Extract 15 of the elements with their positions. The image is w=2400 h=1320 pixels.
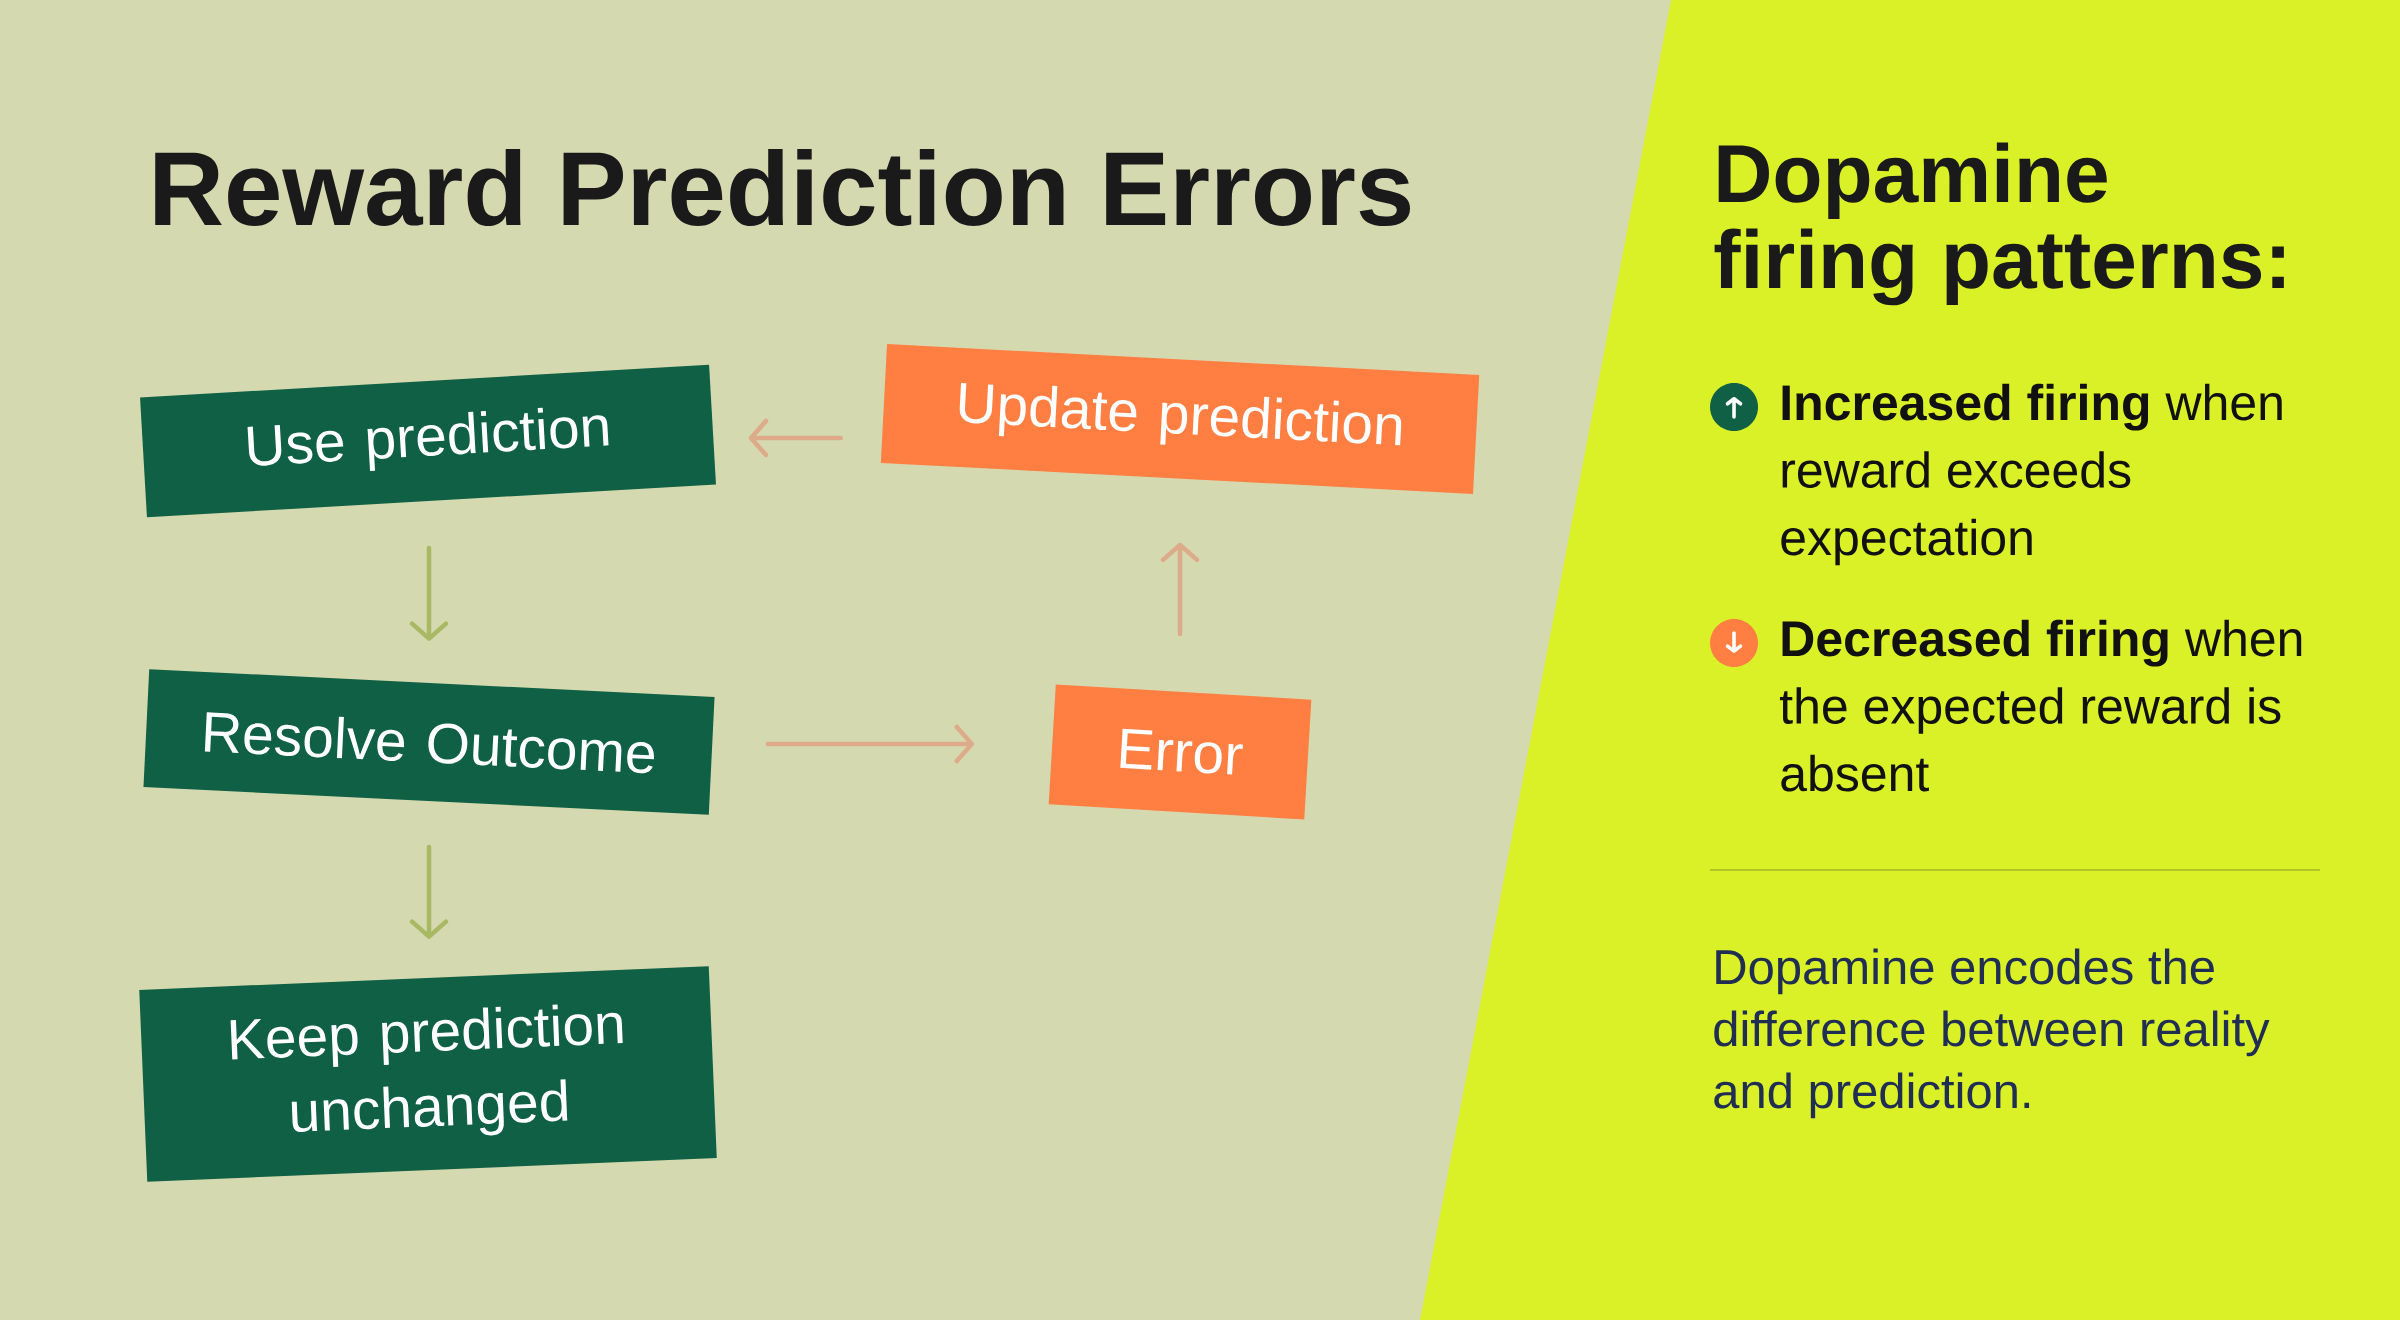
heading: Dopamine firing patterns: — [1714, 142, 2284, 306]
step-box: Update prediction — [880, 344, 1480, 494]
arrow — [409, 844, 449, 939]
arrow — [765, 724, 975, 764]
arrow — [409, 545, 449, 641]
note-text: Dopamine encodes the difference between reality and prediction. — [1714, 948, 2270, 1119]
bullet-text: Decreased firing when the expected reward is absent — [1780, 619, 2302, 792]
bullet-text: Increased firing when reward exceeds expectation — [1781, 383, 2282, 566]
step-box: Error — [1048, 684, 1312, 820]
title: Reward Prediction Errors — [155, 148, 1410, 226]
step-box: Use prediction — [140, 364, 716, 518]
arrow — [1160, 542, 1200, 637]
step-box: Keep prediction unchanged — [139, 966, 717, 1182]
step-box: Resolve Outcome — [143, 669, 715, 815]
arrow — [748, 418, 843, 458]
